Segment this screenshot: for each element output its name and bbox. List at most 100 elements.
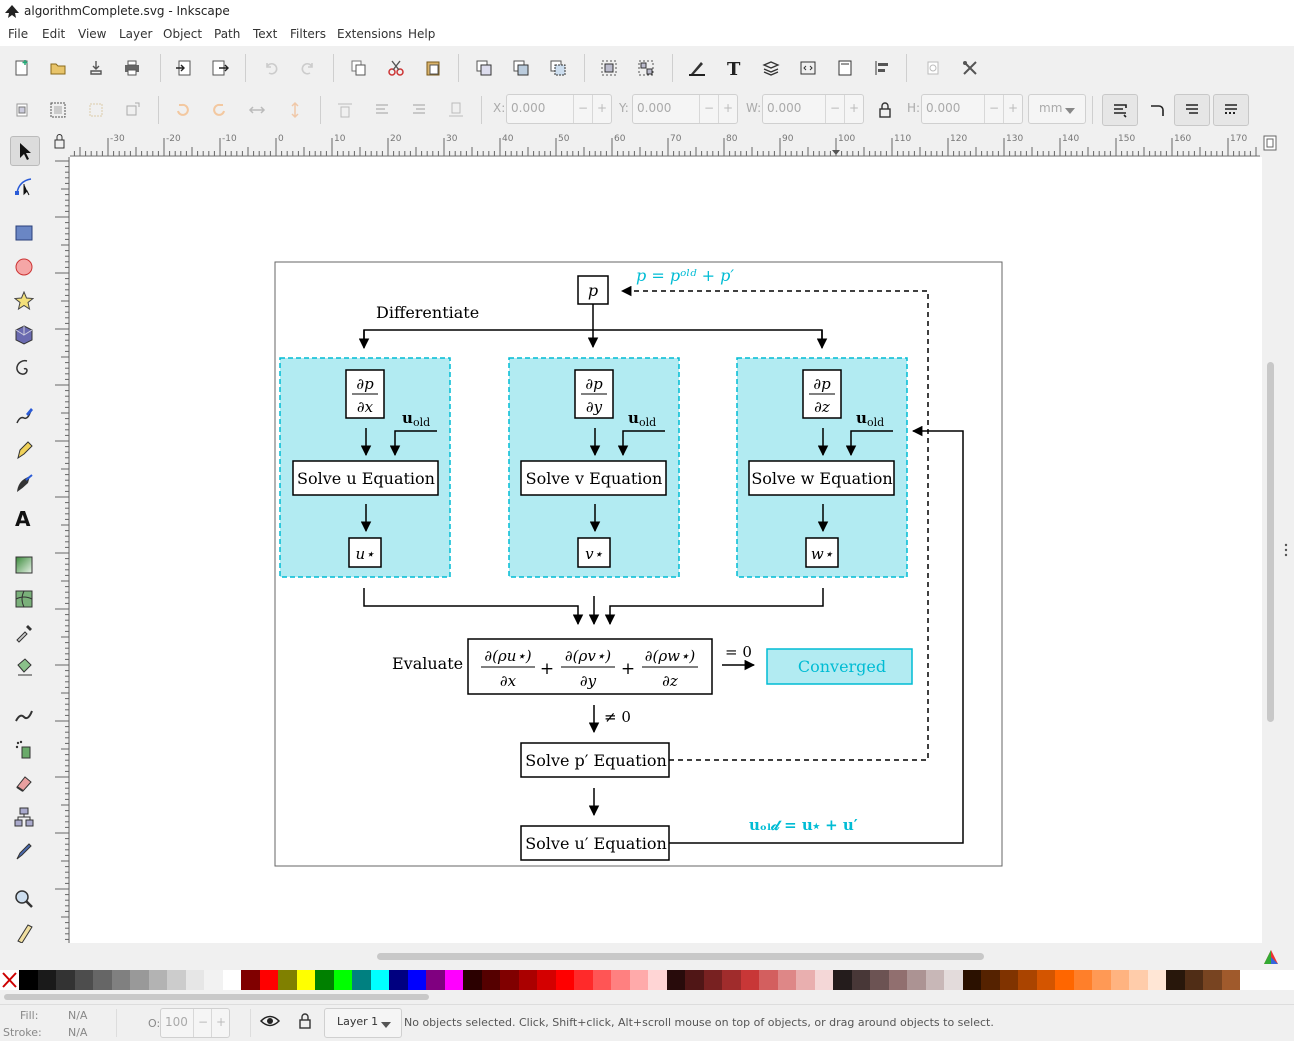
calligraphy-tool-icon[interactable] xyxy=(10,470,38,498)
preferences-disabled-icon[interactable] xyxy=(921,56,945,80)
color-swatch[interactable] xyxy=(666,970,685,990)
color-swatch[interactable] xyxy=(518,970,537,990)
open-folder-icon[interactable] xyxy=(46,56,70,80)
x-decrement[interactable]: − xyxy=(573,95,592,123)
converged-box[interactable] xyxy=(766,648,913,685)
color-swatch[interactable] xyxy=(759,970,778,990)
zoom-fit-icon[interactable] xyxy=(1263,135,1277,151)
color-swatch[interactable] xyxy=(130,970,149,990)
layer-select[interactable]: Layer 1 xyxy=(324,1008,402,1038)
solve-p-box[interactable] xyxy=(520,742,670,778)
paint-bucket-tool-icon[interactable] xyxy=(10,653,38,681)
tweak-tool-icon[interactable] xyxy=(10,701,38,729)
color-swatch[interactable] xyxy=(722,970,741,990)
vertical-ruler[interactable] xyxy=(49,157,70,943)
copy-icon[interactable] xyxy=(347,56,371,80)
color-swatch[interactable] xyxy=(463,970,482,990)
h-increment[interactable]: + xyxy=(1003,95,1022,123)
color-swatch[interactable] xyxy=(481,970,500,990)
menu-view[interactable]: View xyxy=(78,27,107,41)
y-increment[interactable]: + xyxy=(718,95,737,123)
color-swatch[interactable] xyxy=(167,970,186,990)
star-tool-icon[interactable] xyxy=(10,287,38,315)
color-swatch[interactable] xyxy=(648,970,667,990)
vertical-scrollbar[interactable] xyxy=(1262,157,1278,943)
fill-value[interactable]: N/A xyxy=(68,1009,88,1022)
spiral-tool-icon[interactable] xyxy=(10,355,38,383)
clone-icon[interactable] xyxy=(509,56,533,80)
color-swatch[interactable] xyxy=(833,970,852,990)
w-increment[interactable]: + xyxy=(844,95,863,123)
eye-visibility-icon[interactable] xyxy=(259,1014,281,1031)
stroke-value[interactable]: N/A xyxy=(68,1026,88,1039)
align-distribute-icon[interactable] xyxy=(870,56,894,80)
node-tool-icon[interactable] xyxy=(10,172,38,200)
palette-scrollbar[interactable] xyxy=(0,990,1294,1004)
pen-tool-icon[interactable] xyxy=(10,436,38,464)
eraser-tool-icon[interactable] xyxy=(10,769,38,797)
color-swatch[interactable] xyxy=(1092,970,1111,990)
deselect-icon[interactable] xyxy=(84,98,108,122)
color-swatch[interactable] xyxy=(19,970,38,990)
lock-ratio-icon[interactable] xyxy=(873,98,897,122)
color-swatch[interactable] xyxy=(444,970,463,990)
color-swatch[interactable] xyxy=(37,970,56,990)
color-swatch[interactable] xyxy=(777,970,796,990)
palette-scroll-thumb[interactable] xyxy=(4,994,429,1000)
color-swatch[interactable] xyxy=(999,970,1018,990)
y-decrement[interactable]: − xyxy=(699,95,718,123)
measure-tool-icon[interactable] xyxy=(10,919,38,947)
color-swatch[interactable] xyxy=(370,970,389,990)
select-all-layers-icon[interactable] xyxy=(46,98,70,122)
color-swatch[interactable] xyxy=(204,970,223,990)
color-swatch[interactable] xyxy=(1073,970,1092,990)
color-swatch[interactable] xyxy=(1055,970,1074,990)
menu-object[interactable]: Object xyxy=(163,27,203,41)
scale-corners-toggle[interactable] xyxy=(1145,98,1169,122)
layer-lock-icon[interactable] xyxy=(298,1013,312,1032)
ungroup-icon[interactable] xyxy=(634,56,658,80)
raise-to-top-icon[interactable] xyxy=(333,98,357,122)
y-field[interactable]: 0.000 − + xyxy=(632,94,738,124)
zoom-tool-icon[interactable] xyxy=(10,885,38,913)
color-swatch[interactable] xyxy=(352,970,371,990)
unlink-clone-icon[interactable] xyxy=(546,56,570,80)
color-swatch[interactable] xyxy=(296,970,315,990)
color-swatch[interactable] xyxy=(703,970,722,990)
color-swatch[interactable] xyxy=(592,970,611,990)
color-swatch[interactable] xyxy=(907,970,926,990)
color-swatch[interactable] xyxy=(111,970,130,990)
gradient-tool-icon[interactable] xyxy=(10,551,38,579)
color-manage-icon[interactable] xyxy=(1262,948,1280,966)
pencil-tool-icon[interactable] xyxy=(10,402,38,430)
connector-tool-icon[interactable] xyxy=(10,803,38,831)
menu-edit[interactable]: Edit xyxy=(42,27,66,41)
color-swatch[interactable] xyxy=(629,970,648,990)
solve-w-box[interactable] xyxy=(748,460,895,496)
color-swatch[interactable] xyxy=(685,970,704,990)
spray-tool-icon[interactable] xyxy=(10,735,38,763)
color-swatch[interactable] xyxy=(148,970,167,990)
xml-editor-icon[interactable] xyxy=(796,56,820,80)
color-swatch[interactable] xyxy=(185,970,204,990)
menu-path[interactable]: Path xyxy=(214,27,241,41)
color-swatch[interactable] xyxy=(93,970,112,990)
u-star-box[interactable] xyxy=(348,537,382,568)
color-swatch[interactable] xyxy=(796,970,815,990)
color-swatch[interactable] xyxy=(278,970,297,990)
menu-file[interactable]: File xyxy=(8,27,29,41)
menu-filters[interactable]: Filters xyxy=(290,27,326,41)
color-swatch[interactable] xyxy=(1110,970,1129,990)
rotate-ccw-icon[interactable] xyxy=(170,98,194,122)
x-field[interactable]: 0.000 − + xyxy=(506,94,612,124)
color-swatch[interactable] xyxy=(740,970,759,990)
color-swatch[interactable] xyxy=(574,970,593,990)
color-swatch[interactable] xyxy=(962,970,981,990)
layers-icon[interactable] xyxy=(759,56,783,80)
color-swatch[interactable] xyxy=(944,970,963,990)
unit-select[interactable]: mm xyxy=(1028,94,1086,124)
document-properties-icon[interactable] xyxy=(833,56,857,80)
move-patterns-toggle[interactable] xyxy=(1213,94,1249,126)
color-swatch[interactable] xyxy=(315,970,334,990)
undo-icon[interactable] xyxy=(259,56,283,80)
